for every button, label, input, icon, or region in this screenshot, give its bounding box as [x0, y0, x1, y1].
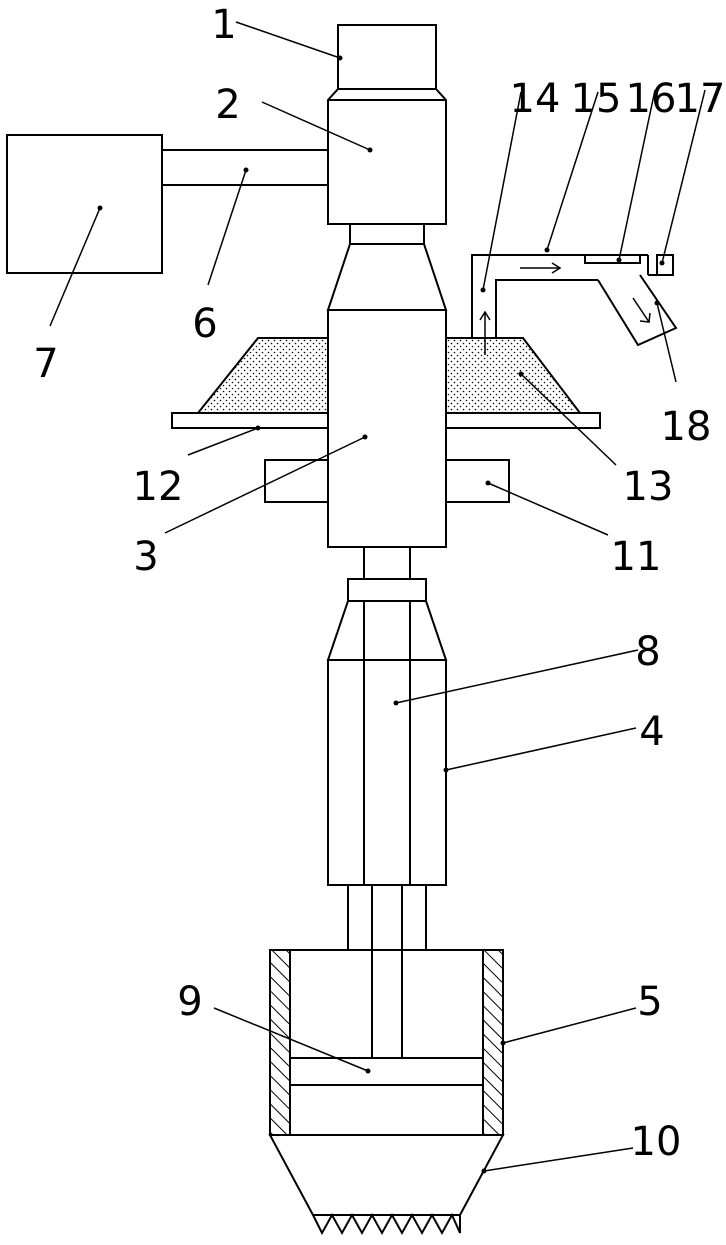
- label-4: 4: [639, 709, 664, 755]
- cap-part-1: [338, 25, 436, 89]
- cylinder-wall-left: [270, 950, 290, 1135]
- label-10: 10: [631, 1119, 682, 1165]
- box-part-7: [7, 135, 162, 273]
- mound-part-13: [198, 338, 328, 413]
- bit-teeth: [313, 1215, 460, 1233]
- label-17: 17: [675, 76, 726, 122]
- block-part-11-right: [446, 460, 509, 502]
- bit-part-10: [270, 1135, 503, 1215]
- cone-lower: [328, 601, 446, 660]
- label-12: 12: [133, 464, 184, 510]
- pipe-part-14-inner: [496, 280, 598, 338]
- label-1: 1: [211, 2, 236, 48]
- label-9: 9: [177, 979, 202, 1025]
- label-6: 6: [192, 301, 217, 347]
- cylinder-wall-right: [483, 950, 503, 1135]
- label-7: 7: [33, 341, 58, 387]
- neck-upper: [350, 224, 424, 244]
- valve-part-17: [657, 255, 673, 275]
- label-18: 18: [661, 404, 712, 450]
- neck-lower: [364, 547, 410, 579]
- body-part-4: [328, 660, 446, 885]
- cylinder-part-5: [270, 950, 503, 1135]
- label-16: 16: [626, 76, 677, 122]
- label-5: 5: [637, 979, 662, 1025]
- slot-part-16: [585, 255, 640, 263]
- label-15: 15: [571, 76, 622, 122]
- piston-part-9: [290, 1058, 483, 1085]
- label-11: 11: [611, 534, 662, 580]
- mound-part-13-right: [446, 338, 580, 413]
- label-3: 3: [133, 534, 158, 580]
- body-part-3: [328, 310, 446, 547]
- arm-part-6: [162, 150, 328, 185]
- label-14: 14: [510, 76, 561, 122]
- label-8: 8: [635, 629, 660, 675]
- cone-upper: [328, 244, 446, 310]
- collar-lower: [348, 579, 426, 601]
- housing-part-2: [328, 89, 446, 224]
- label-2: 2: [215, 82, 240, 128]
- label-13: 13: [623, 464, 674, 510]
